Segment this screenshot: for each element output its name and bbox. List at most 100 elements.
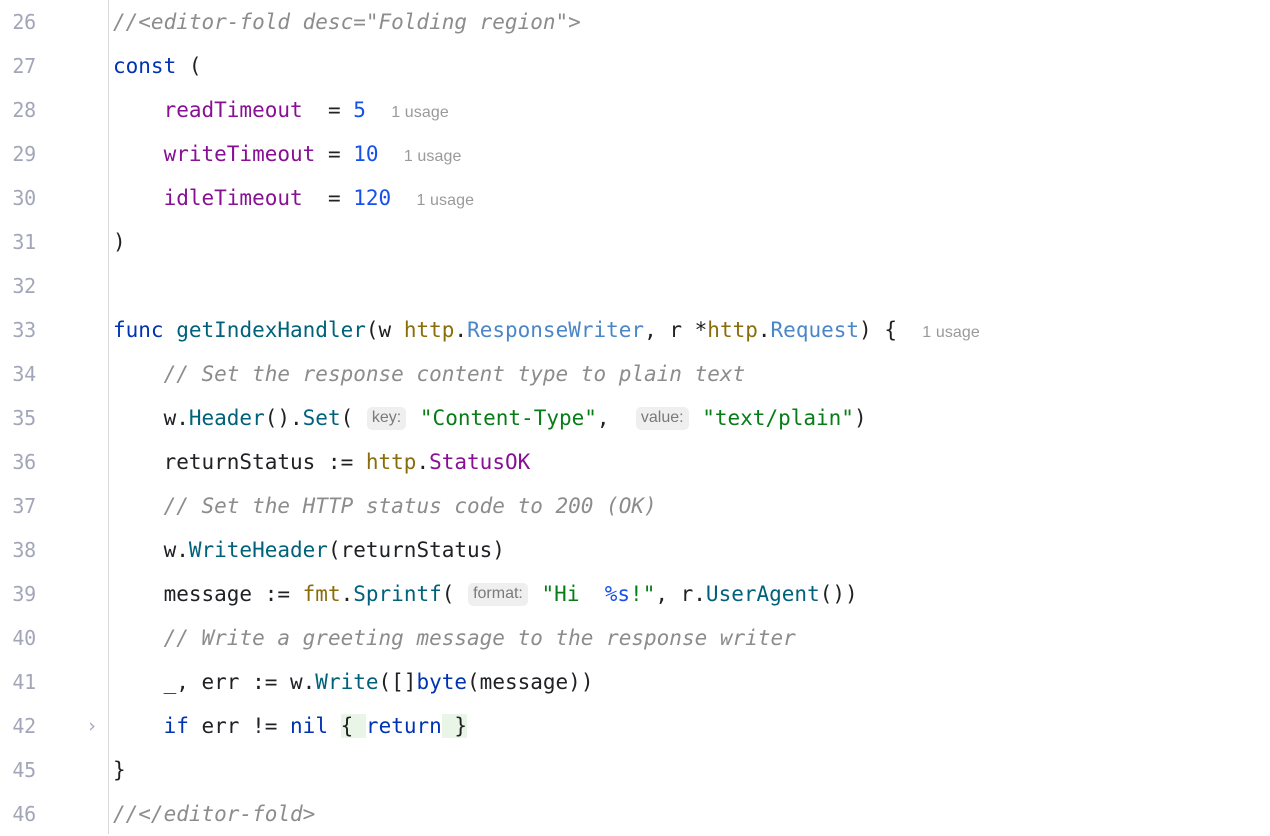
inlay-hint-parameter-name[interactable]: format:	[468, 583, 528, 606]
code-line[interactable]: 37 // Set the HTTP status code to 200 (O…	[0, 484, 1270, 528]
code-package: fmt	[302, 582, 341, 606]
code-line[interactable]: 30 idleTimeout = 120 1 usage	[0, 176, 1270, 220]
line-number: 30	[12, 186, 36, 210]
code-line[interactable]: 45}	[0, 748, 1270, 792]
inlay-hint-parameter-name[interactable]: value:	[635, 407, 689, 430]
code-line-content: idleTimeout = 120 1 usage	[113, 176, 1270, 220]
inlay-hint-usage-count[interactable]: 1 usage	[922, 324, 980, 341]
line-number: 38	[12, 538, 36, 562]
code-comment: // Set the response content type to plai…	[163, 362, 746, 386]
code-text: w.	[113, 406, 189, 430]
code-constant: writeTimeout	[163, 142, 316, 166]
code-text: (	[176, 54, 202, 78]
line-number: 28	[12, 98, 36, 122]
code-text: (message))	[467, 670, 594, 694]
code-line[interactable]: 46 //</editor-fold>	[0, 792, 1270, 836]
line-number: 26	[12, 10, 36, 34]
line-number: 27	[12, 54, 36, 78]
code-comment: // Write a greeting message to the respo…	[163, 626, 796, 650]
code-line[interactable]: 39 message := fmt.Sprintf( format: "Hi %…	[0, 572, 1270, 616]
code-keyword: func	[113, 318, 164, 342]
code-line-content: //</editor-fold>	[113, 792, 1270, 836]
code-format-verb: %s	[592, 582, 631, 606]
inlay-hint-usage-count[interactable]: 1 usage	[416, 192, 475, 209]
code-keyword: if	[163, 714, 189, 738]
line-number: 36	[12, 450, 36, 474]
code-text: (returnStatus)	[327, 538, 505, 562]
code-text: ,	[596, 406, 623, 430]
code-builtin-type: byte	[416, 670, 468, 694]
code-type: ResponseWriter	[467, 318, 645, 342]
code-comment: //<editor-fold desc="Folding region">	[113, 10, 581, 34]
code-function: Header	[188, 406, 265, 430]
code-keyword: nil	[290, 714, 328, 738]
line-number: 35	[12, 406, 36, 430]
code-text: (	[340, 406, 354, 430]
code-string: !"	[630, 582, 656, 606]
code-text: (w	[365, 318, 404, 342]
code-line[interactable]: 36 returnStatus := http.StatusOK	[0, 440, 1270, 484]
inlay-hint-usage-count[interactable]: 1 usage	[391, 104, 449, 121]
code-line-content: //<editor-fold desc="Folding region">	[113, 0, 1270, 44]
code-text: , r *	[644, 318, 708, 342]
code-number: 5	[353, 98, 366, 122]
line-number: 46	[12, 802, 36, 826]
line-number: 39	[12, 582, 36, 606]
code-text	[113, 494, 164, 518]
code-function: WriteHeader	[188, 538, 328, 562]
code-string: "Content-Type"	[419, 406, 597, 430]
chevron-right-icon[interactable]: ›	[88, 715, 96, 737]
code-line[interactable]: 41 _, err := w.Write([]byte(message))	[0, 660, 1270, 704]
code-text	[164, 318, 177, 342]
code-package: http	[707, 318, 758, 342]
code-line-content: func getIndexHandler(w http.ResponseWrit…	[113, 308, 1270, 352]
code-line-content: }	[113, 748, 1270, 792]
code-text: =	[302, 98, 354, 122]
code-text: )	[853, 406, 867, 430]
code-line[interactable]: 40 // Write a greeting message to the re…	[0, 616, 1270, 660]
code-text: .	[454, 318, 468, 342]
code-line[interactable]: 34 // Set the response content type to p…	[0, 352, 1270, 396]
code-text	[328, 714, 341, 738]
code-line[interactable]: 38 w.WriteHeader(returnStatus)	[0, 528, 1270, 572]
code-text: returnStatus :=	[113, 450, 366, 474]
folded-region-close-brace[interactable]: }	[441, 714, 468, 738]
code-line-content: writeTimeout = 10 1 usage	[113, 132, 1270, 176]
code-line-content: if err != nil { return }	[113, 704, 1270, 748]
code-line[interactable]: 29 writeTimeout = 10 1 usage	[0, 132, 1270, 176]
code-type: Request	[770, 318, 860, 342]
code-text: }	[113, 758, 126, 782]
code-line[interactable]: 35 w.Header().Set( key: "Content-Type", …	[0, 396, 1270, 440]
code-line[interactable]: 32	[0, 264, 1270, 308]
line-number: 33	[12, 318, 36, 342]
code-text	[113, 186, 164, 210]
code-text	[113, 142, 164, 166]
code-function: UserAgent	[705, 582, 820, 606]
inlay-hint-parameter-name[interactable]: key:	[366, 407, 407, 430]
code-function: Write	[315, 670, 379, 694]
code-line[interactable]: 31)	[0, 220, 1270, 264]
code-package: http	[403, 318, 455, 342]
code-string: "Hi	[541, 582, 593, 606]
inlay-hint-usage-count[interactable]: 1 usage	[403, 148, 462, 165]
code-line[interactable]: 28 readTimeout = 5 1 usage	[0, 88, 1270, 132]
code-line-content: message := fmt.Sprintf( format: "Hi %s!"…	[113, 572, 1270, 616]
code-function: getIndexHandler	[176, 318, 366, 342]
code-line[interactable]: 26 //<editor-fold desc="Folding region">	[0, 0, 1270, 44]
code-line-content: returnStatus := http.StatusOK	[113, 440, 1270, 484]
code-string: "text/plain"	[702, 406, 854, 430]
code-line-content: const (	[113, 44, 1270, 88]
code-line[interactable]: 27 const (	[0, 44, 1270, 88]
code-text: .	[757, 318, 771, 342]
line-number: 45	[12, 758, 36, 782]
code-line[interactable]: 42 › if err != nil { return }	[0, 704, 1270, 748]
folded-region-open-brace[interactable]: {	[340, 714, 366, 738]
gutter-separator	[108, 0, 109, 834]
code-text: (	[441, 582, 455, 606]
line-number: 41	[12, 670, 36, 694]
line-number: 42	[12, 714, 36, 738]
code-line-content: readTimeout = 5 1 usage	[113, 88, 1270, 132]
line-number: 34	[12, 362, 36, 386]
